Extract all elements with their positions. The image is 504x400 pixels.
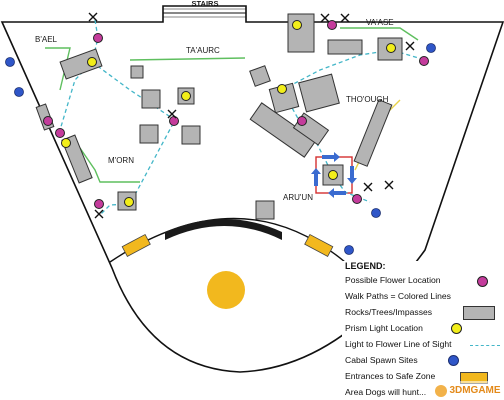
- label-thoough: THO'OUGH: [346, 95, 389, 104]
- watermark-icon: [435, 384, 448, 397]
- path-taaurc: [129, 57, 246, 61]
- watermark-text: 3DMGAME: [449, 385, 501, 396]
- x-markers: [88, 12, 415, 219]
- death-pit-label: DEATH PIT: [206, 228, 243, 235]
- aruun-arrows: [311, 152, 357, 198]
- entrance-right: [304, 233, 334, 257]
- flower-locations: [43, 20, 429, 209]
- legend-flower-icon: [477, 276, 488, 287]
- watermark-logo: 3DMGAME: [432, 381, 504, 400]
- stairs-label: STAIRS: [192, 0, 219, 8]
- path-vaase: [340, 27, 419, 41]
- legend-area-dogs: Area Dogs will hunt...: [345, 387, 427, 397]
- path-bael: [45, 47, 71, 91]
- legend-rocks: Rocks/Trees/Impasses: [345, 307, 433, 317]
- path-morn: [79, 147, 140, 183]
- label-vaase: VA'ASE: [366, 18, 394, 27]
- legend-prism-icon: [451, 323, 462, 334]
- cabal-spawn-sites: [5, 43, 436, 255]
- entrance-left: [121, 233, 151, 257]
- legend-title: LEGEND:: [345, 261, 386, 271]
- label-taaurc: TA'AURC: [186, 46, 220, 55]
- legend-los-icon: [470, 345, 500, 346]
- central-sun: [207, 271, 245, 309]
- legend-walk-paths: Walk Paths = Colored Lines: [345, 291, 451, 301]
- label-aruun: ARU'UN: [283, 193, 313, 202]
- legend-line-of-sight: Light to Flower Line of Sight: [345, 339, 452, 349]
- legend-rock-icon: [463, 306, 495, 320]
- label-morn: M'ORN: [108, 156, 134, 165]
- legend-cabal-icon: [448, 355, 459, 366]
- prism-light-locations: [61, 20, 396, 207]
- legend-prism: Prism Light Location: [345, 323, 423, 333]
- label-bael: B'AEL: [35, 35, 58, 44]
- legend-flower: Possible Flower Location: [345, 275, 441, 285]
- legend-entrances: Entrances to Safe Zone: [345, 371, 436, 381]
- legend-cabal: Cabal Spawn Sites: [345, 355, 418, 365]
- death-pit: [165, 219, 282, 240]
- rocks-group: [35, 13, 403, 220]
- legend-panel: LEGEND: Possible Flower Location Walk Pa…: [342, 261, 504, 400]
